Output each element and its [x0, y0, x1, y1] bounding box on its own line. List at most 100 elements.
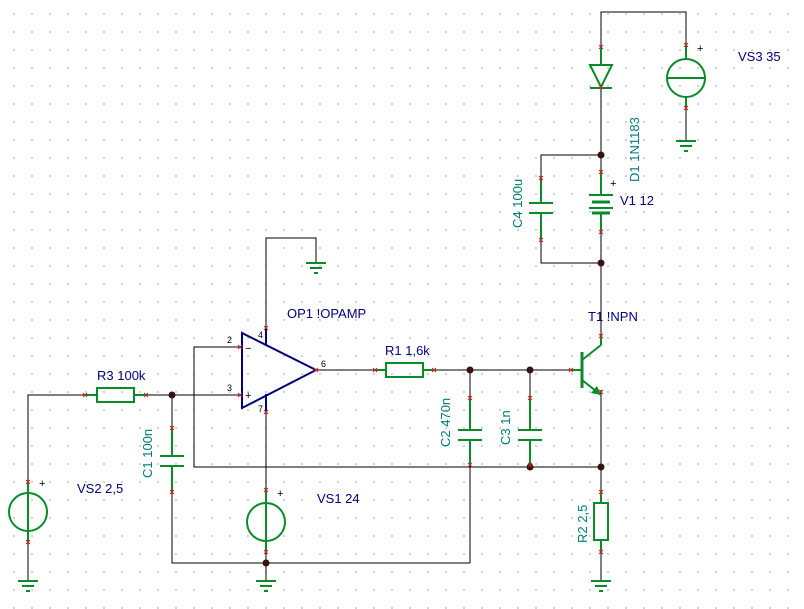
label-c2: C2 470n: [438, 398, 453, 447]
opamp-pin-4: 4: [258, 330, 263, 340]
junction-node: [466, 366, 474, 374]
pin-marker: [598, 229, 604, 235]
label-vs3: VS3 35: [738, 49, 781, 64]
sign-v1: +: [610, 178, 616, 190]
sign-vs3: +: [697, 43, 703, 55]
pin-marker: [169, 425, 175, 431]
pin-marker: [538, 175, 544, 181]
pin-marker: [683, 105, 689, 111]
label-c1: C1 100n: [140, 429, 155, 478]
ground-icon: [18, 580, 38, 592]
resistor-r2[interactable]: [593, 492, 609, 552]
resistor-icon: [593, 502, 609, 541]
pin-marker: [467, 462, 473, 468]
diode-icon: [588, 64, 614, 90]
wire-c4-top: [540, 154, 601, 200]
pin-marker: [169, 489, 175, 495]
pin-marker: [538, 237, 544, 243]
opamp-pin-2: 2: [227, 335, 232, 345]
pin-marker: [263, 409, 269, 415]
pin-marker: [598, 84, 604, 90]
wire-c4-bottom: [540, 220, 601, 264]
pin-marker: [25, 479, 31, 485]
pin-marker: [82, 392, 88, 398]
pin-marker: [598, 333, 604, 339]
sign-vs2: +: [39, 478, 45, 490]
pin-marker: [25, 539, 31, 545]
labels: VS3 35 + D1 1N1183 V1 12 + C4 100u T1 !N…: [39, 43, 781, 543]
pin-marker: [527, 395, 533, 401]
label-r2: R2 2,5: [575, 505, 590, 543]
opamp-plus: +: [245, 390, 251, 402]
junction-node: [597, 259, 605, 267]
pin-marker: [598, 44, 604, 50]
wire-feedback: [193, 346, 601, 468]
pin-marker: [598, 489, 604, 495]
voltage-source-vs2[interactable]: [8, 482, 48, 542]
pin-marker: [263, 325, 269, 331]
label-c3: C3 1n: [498, 410, 513, 445]
label-c4: C4 100u: [510, 179, 525, 228]
voltage-source-vs1[interactable]: [246, 490, 286, 552]
pin-marker: [263, 549, 269, 555]
opamp-pin-3: 3: [227, 383, 232, 393]
wire-c1-bottom: [171, 473, 470, 564]
pin-marker: [683, 42, 689, 48]
label-vs2: VS2 2,5: [77, 481, 123, 496]
label-vs1: VS1 24: [317, 491, 360, 506]
label-r3: R3 100k: [97, 368, 146, 383]
label-t1: T1 !NPN: [588, 309, 638, 324]
pin-markers: [25, 42, 689, 555]
label-r1: R1 1,6k: [385, 343, 430, 358]
resistor-r1[interactable]: [375, 362, 434, 378]
ground-icon: [676, 140, 696, 152]
capacitor-c1[interactable]: [160, 428, 184, 492]
capacitor-c2[interactable]: [458, 398, 482, 465]
label-v1: V1 12: [620, 193, 654, 208]
opamp-pin-7: 7: [258, 404, 263, 414]
capacitor-c4[interactable]: [529, 178, 553, 240]
pin-marker: [598, 169, 604, 175]
junction-node: [597, 463, 605, 471]
opamp-pin-6: 6: [321, 359, 326, 369]
junction-node: [262, 559, 270, 567]
junction-nodes: [168, 151, 605, 567]
ground-symbols: [18, 140, 696, 592]
resistor-icon: [96, 387, 135, 403]
junction-node: [526, 366, 534, 374]
pin-marker: [431, 367, 437, 373]
pin-marker: [527, 462, 533, 468]
pin-marker: [467, 395, 473, 401]
label-d1: D1 1N1183: [627, 117, 642, 182]
battery-v1[interactable]: [589, 172, 613, 232]
opamp-icon: [241, 331, 319, 410]
opamp-minus: −: [245, 343, 251, 355]
pin-marker: [568, 367, 574, 373]
capacitor-c3[interactable]: [518, 398, 542, 465]
junction-node: [168, 391, 176, 399]
opamp-op1[interactable]: [240, 328, 319, 412]
pin-marker: [143, 392, 149, 398]
pin-marker: [598, 549, 604, 555]
pin-marker: [372, 367, 378, 373]
voltage-source-vs3[interactable]: [666, 45, 706, 108]
resistor-icon: [385, 362, 424, 378]
wire-vpos: [265, 237, 317, 328]
pin-marker: [237, 344, 243, 350]
sign-vs1: +: [277, 488, 283, 500]
pin-marker: [313, 367, 319, 373]
diode-d1[interactable]: [588, 47, 614, 90]
ground-icon: [256, 580, 276, 592]
ground-icon: [306, 262, 326, 274]
pin-marker: [598, 389, 604, 395]
pin-marker: [237, 392, 243, 398]
resistor-r3[interactable]: [85, 387, 146, 403]
junction-node: [526, 463, 534, 471]
pin-marker: [263, 487, 269, 493]
transistor-t1[interactable]: [571, 336, 602, 396]
label-op1: OP1 !OPAMP: [287, 306, 366, 321]
junction-node: [597, 151, 605, 159]
wire-vs2-top: [27, 394, 93, 492]
wire-top-loop: [600, 11, 687, 57]
